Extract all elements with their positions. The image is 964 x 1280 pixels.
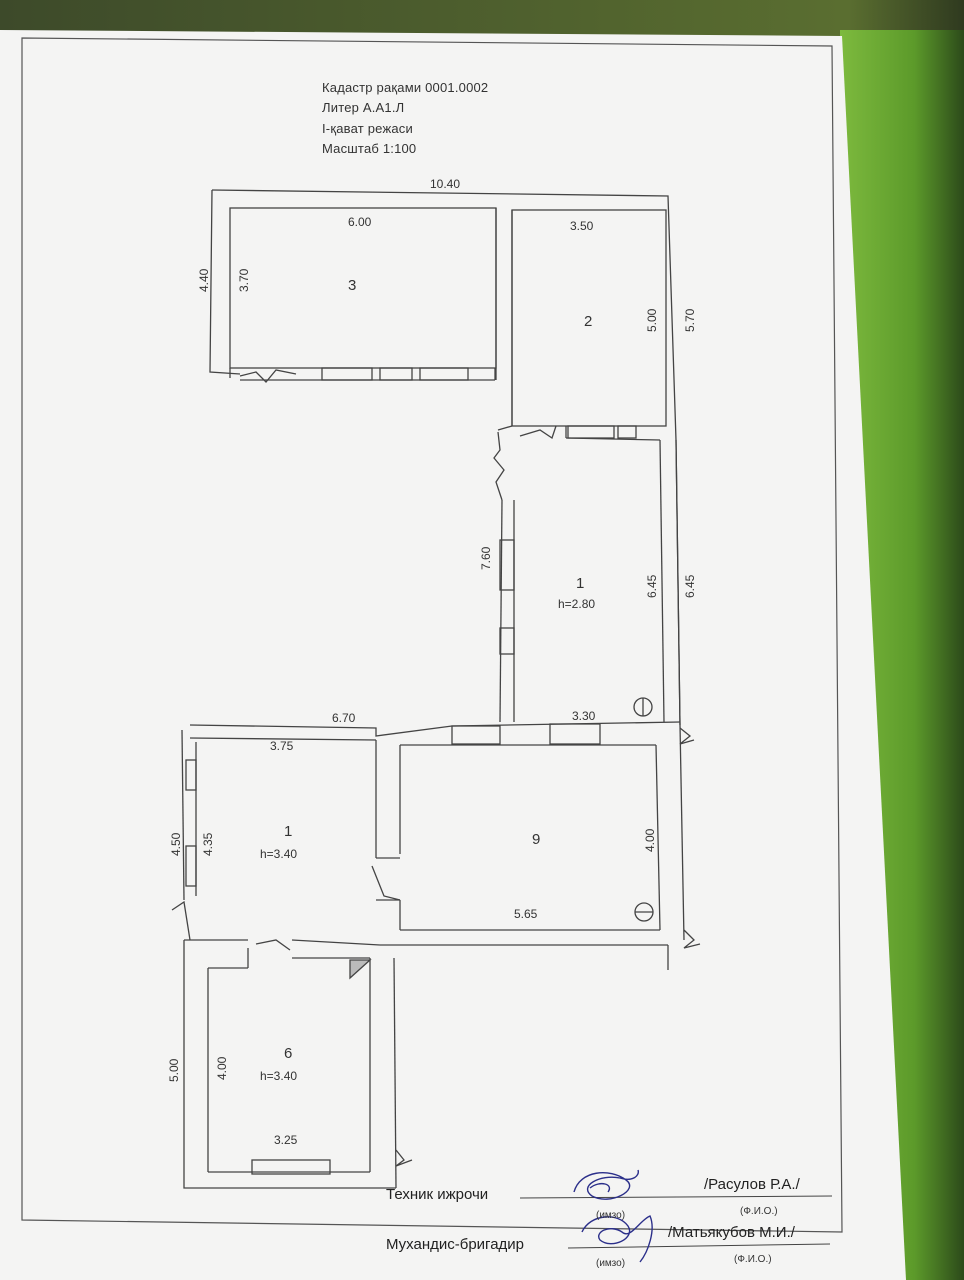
room1b-door: [171, 900, 191, 941]
room6-door: [255, 939, 291, 951]
stair-symbol: [349, 959, 372, 980]
sign-note-1: (имзо): [596, 1210, 626, 1221]
dim-room1b-outer-h: 4.50: [169, 832, 183, 856]
room1b-height: h=3.40: [260, 847, 297, 861]
room3-door: [239, 369, 297, 383]
dim-corridor-inner: 6.45: [645, 574, 659, 598]
dim-room6-width: 3.25: [274, 1133, 298, 1147]
room2-door: [519, 425, 557, 440]
dim-room3-outer-h: 4.40: [197, 268, 211, 292]
dim-room2-width: 3.50: [570, 219, 594, 233]
room6-walls: [183, 940, 396, 1189]
page-frame: [21, 37, 843, 1233]
room2-window: [567, 425, 615, 439]
dim-corridor-bottom: 3.30: [572, 709, 596, 723]
dim-room2-outer-h: 5.70: [683, 308, 697, 332]
corridor-number: 1: [576, 575, 584, 592]
scale: Масштаб 1:100: [322, 141, 417, 156]
room1b-window: [185, 759, 197, 791]
room3-walls: [229, 207, 497, 369]
corridor-door: [493, 431, 505, 501]
dim-room9-width: 5.65: [514, 907, 538, 921]
corridor-height: h=2.80: [558, 597, 595, 611]
floor-plan-title: I-қават режаси: [322, 121, 413, 136]
dim-room1b-width: 3.75: [270, 739, 294, 753]
engineer-name: /Матьякубов М.И./: [668, 1224, 795, 1241]
corridor-window: [499, 627, 515, 655]
dim-corridor-outer: 6.45: [683, 574, 697, 598]
room9-number: 9: [532, 831, 540, 848]
wall-outer-left-top: [209, 189, 241, 375]
room6-window: [251, 1159, 331, 1175]
room1b-window: [185, 845, 197, 887]
room6-number: 6: [284, 1045, 292, 1062]
dim-room9-inner-h: 4.00: [643, 828, 657, 852]
dim-room1b-inner-h: 4.35: [201, 832, 215, 856]
sign-note-2: (имзо): [596, 1258, 626, 1269]
room2-window: [617, 425, 637, 439]
dim-room2-inner-h: 5.00: [645, 308, 659, 332]
wall-middle: [189, 721, 681, 737]
tech-label: Техник ижрочи: [386, 1186, 489, 1203]
room3-window: [379, 367, 413, 381]
room1b-number: 1: [284, 823, 292, 840]
fio-note-2: (Ф.И.О.): [734, 1254, 772, 1265]
dim-room3-inner-h: 3.70: [237, 268, 251, 292]
dim-room3-width: 6.00: [348, 215, 372, 229]
room6-height: h=3.40: [260, 1069, 297, 1083]
signature-scribble-1: [573, 1169, 639, 1200]
room3-window: [419, 367, 469, 381]
dim-top-total: 10.40: [430, 177, 460, 191]
room3-window: [321, 367, 373, 381]
room9-door: [371, 865, 401, 901]
litera: Литер А.А1.Л: [322, 100, 405, 115]
wall-outer-top: [211, 189, 681, 726]
corridor-window: [499, 539, 515, 591]
dim-room6-outer-h: 5.00: [167, 1058, 181, 1082]
room9-window: [451, 725, 501, 745]
signature-scribble-2: [581, 1215, 653, 1263]
wall-break-mark: [679, 727, 695, 745]
dim-room6-inner-h: 4.00: [215, 1056, 229, 1080]
room9-window: [549, 723, 601, 745]
dim-corridor-left: 7.60: [479, 546, 493, 570]
tech-name: /Расулов Р.А./: [704, 1176, 800, 1193]
room2-number: 2: [584, 313, 592, 330]
wall-break-mark: [683, 929, 701, 949]
cadastre-number: Кадастр рақами 0001.0002: [322, 80, 489, 95]
dim-room1b-outer-top: 6.70: [332, 711, 356, 725]
fio-note-1: (Ф.И.О.): [740, 1206, 778, 1217]
wall-break-mark: [395, 1149, 413, 1167]
room3-number: 3: [348, 277, 356, 294]
engineer-label: Мухандис-бригадир: [386, 1236, 525, 1253]
